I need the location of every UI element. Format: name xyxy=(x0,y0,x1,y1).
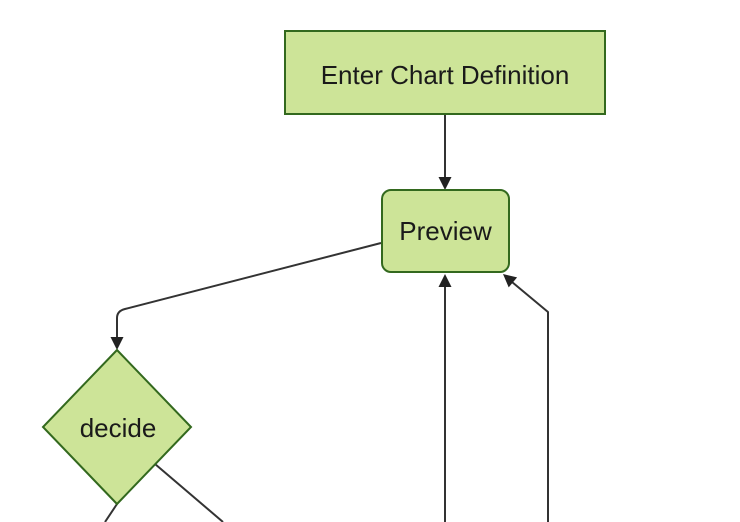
node-enter-chart-definition: Enter Chart Definition xyxy=(284,30,606,115)
edge-offscreen-to-preview-vertical xyxy=(438,274,452,522)
node-preview-label: Preview xyxy=(399,216,492,246)
node-decide-shape xyxy=(41,348,193,506)
node-decide: decide xyxy=(41,348,193,506)
edge-decide-offscreen-left xyxy=(104,503,118,522)
node-decide-label: decide xyxy=(80,413,157,443)
node-enter-chart-definition-label: Enter Chart Definition xyxy=(321,60,570,90)
node-preview-shape xyxy=(381,189,510,273)
arrowhead-into-preview-top-icon xyxy=(438,177,452,190)
edge-offscreen-to-preview-bent xyxy=(503,274,549,522)
edge-preview-to-decide xyxy=(110,242,382,350)
arrowhead-into-decide-top-icon xyxy=(110,337,124,350)
arrowhead-into-preview-corner-icon xyxy=(503,274,518,288)
node-enter-chart-definition-shape xyxy=(284,30,606,115)
edge-enter-to-preview xyxy=(438,115,452,190)
edge-preview-to-decide-line xyxy=(116,242,382,337)
edge-decide-offscreen-right-line xyxy=(154,463,224,522)
node-preview: Preview xyxy=(381,189,510,273)
edge-decide-offscreen-left-line xyxy=(104,503,118,522)
edge-offscreen-to-preview-bent-line xyxy=(511,281,549,522)
edge-decide-offscreen-right xyxy=(154,463,224,522)
arrowhead-into-preview-bottom-icon xyxy=(438,274,452,287)
